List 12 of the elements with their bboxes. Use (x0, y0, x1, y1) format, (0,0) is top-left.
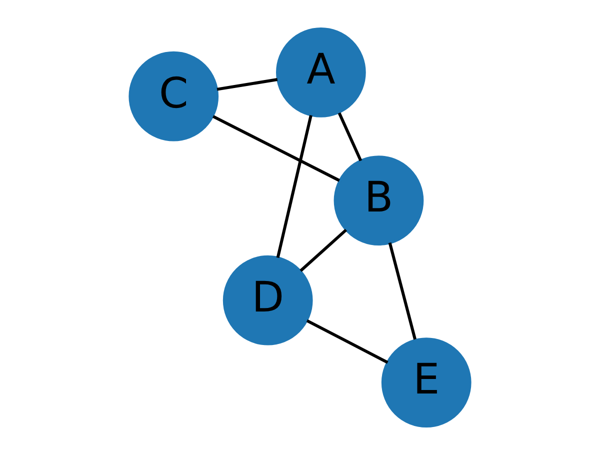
node-circle: A (276, 26, 366, 117)
node-circle: E (381, 337, 472, 428)
connector (212, 114, 340, 182)
connector (338, 112, 362, 161)
connector (216, 78, 278, 90)
connector (388, 242, 416, 340)
connector (306, 318, 388, 364)
connector (276, 114, 312, 258)
node-circle: C (128, 50, 219, 141)
connector (300, 228, 348, 272)
node-circle: D (222, 254, 313, 345)
node-circle: B (334, 155, 424, 245)
